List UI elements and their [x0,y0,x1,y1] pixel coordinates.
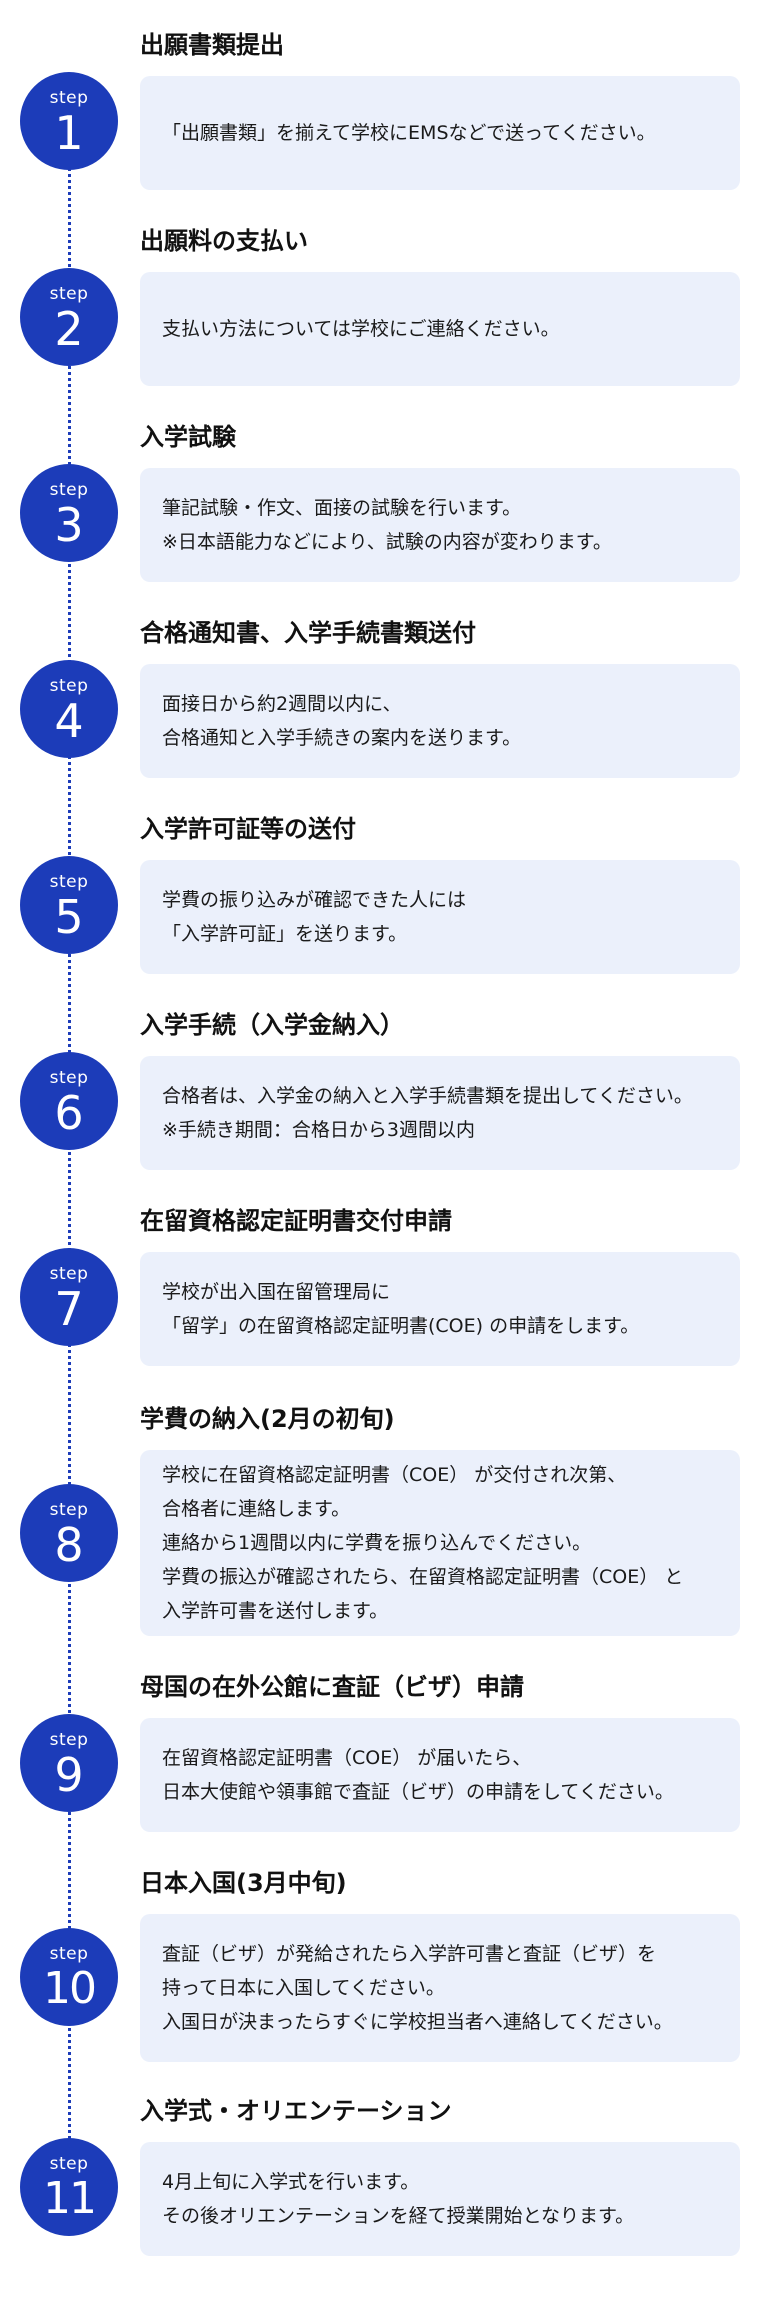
step-description-line: ※手続き期間：合格日から3週間以内 [162,1119,476,1141]
step-description-line: 入国日が決まったらすぐに学校担当者へ連絡してください。 [162,2011,673,2033]
step-description-line: 筆記試験・作文、面接の試験を行います。 [162,497,522,519]
step-description-line: 学校に在留資格認定証明書（COE） が交付され次第、 [162,1464,627,1486]
step-badge-label: step [49,88,89,108]
step-description-line: 持って日本に入国してください。 [162,1977,445,1999]
step-description-line: 学校が出入国在留管理局に [162,1281,391,1303]
step-description-box: 4月上旬に入学式を行います。その後オリエンテーションを経て授業開始となります。 [140,2142,740,2256]
step-description-line: 査証（ビザ）が発給されたら入学許可書と査証（ビザ）を [162,1943,657,1965]
step-badge-label: step [49,1264,89,1284]
step-badge-label: step [49,1944,89,1964]
step-badge-label: step [49,1068,89,1088]
step-badge-number: 11 [43,2173,97,2224]
step-title: 出願書類提出 [140,31,284,59]
step-description-line: 「入学許可証」を送ります。 [162,923,408,945]
step-description-line: その後オリエンテーションを経て授業開始となります。 [162,2205,635,2227]
step-description-line: 合格通知と入学手続きの案内を送ります。 [162,727,522,749]
step-badge-label: step [49,1500,89,1520]
step-badge-number: 8 [54,1518,84,1572]
step-title: 在留資格認定証明書交付申請 [140,1207,452,1235]
step-description-box: 学費の振り込みが確認できた人には「入学許可証」を送ります。 [140,860,740,974]
step-badge-number: 6 [54,1086,84,1140]
step-title: 入学許可証等の送付 [140,815,356,843]
step-description-box: 査証（ビザ）が発給されたら入学許可書と査証（ビザ）を持って日本に入国してください… [140,1914,740,2062]
step-title: 出願料の支払い [140,227,308,255]
step-description-line: 日本大使館や領事館で査証（ビザ）の申請をしてください。 [162,1781,674,1803]
step-badge-label: step [49,1730,89,1750]
step-badge-label: step [49,2154,89,2174]
step-title: 入学式・オリエンテーション [140,2097,452,2125]
step-badge-number: 9 [54,1748,84,1802]
step-badge-label: step [49,872,89,892]
step-badge-number: 5 [54,890,84,944]
timeline-dotted-line [68,121,71,2187]
step-title: 入学手続（入学金納入） [140,1011,404,1039]
step-description-line: 学費の振込が確認されたら、在留資格認定証明書（COE） と [162,1566,684,1588]
step-description-box: 合格者は、入学金の納入と入学手続書類を提出してください。 ※手続き期間：合格日から… [140,1056,740,1170]
step-description-line: 合格者は、入学金の納入と入学手続書類を提出してください。 [162,1085,693,1107]
step-badge-number: 2 [54,302,84,356]
step-description-box: 筆記試験・作文、面接の試験を行います。 ※日本語能力などにより、試験の内容が変わり… [140,468,740,582]
step-badge-number: 4 [54,694,84,748]
step-description-line: 合格者に連絡します。 [162,1498,351,1520]
step-description-line: 「留学」の在留資格認定証明書(COE) の申請をします。 [162,1315,640,1337]
step-badge-label: step [49,480,89,500]
step-description-line: ※日本語能力などにより、試験の内容が変わります。 [162,531,612,553]
step-title: 母国の在外公館に査証（ビザ）申請 [140,1673,524,1701]
step-badge-number: 10 [43,1963,97,2014]
step-description-line: 在留資格認定証明書（COE） が届いたら、 [162,1747,532,1769]
step-badge-number: 3 [54,498,84,552]
step-description-line: 「出願書類」を揃えて学校にEMSなどで送ってください。 [162,122,656,144]
step-description-line: 連絡から1週間以内に学費を振り込んでください。 [162,1532,592,1554]
step-badge-label: step [49,676,89,696]
step-title: 学費の納入(2月の初旬) [140,1405,395,1433]
step-description-line: 面接日から約2週間以内に、 [162,693,402,715]
step-badge-label: step [49,284,89,304]
step-description-line: 4月上旬に入学式を行います。 [162,2171,420,2193]
step-description-box: 支払い方法については学校にご連絡ください。 [140,272,740,386]
step-description-box: 「出願書類」を揃えて学校にEMSなどで送ってください。 [140,76,740,190]
step-description-line: 入学許可書を送付します。 [162,1600,389,1622]
step-description-box: 在留資格認定証明書（COE） が届いたら、日本大使館や領事館で査証（ビザ）の申請… [140,1718,740,1832]
step-title: 合格通知書、入学手続書類送付 [140,619,476,647]
step-description-box: 学校が出入国在留管理局に「留学」の在留資格認定証明書(COE) の申請をします。 [140,1252,740,1366]
step-badge-number: 1 [54,106,84,160]
step-description-line: 学費の振り込みが確認できた人には [162,889,467,911]
step-description-line: 支払い方法については学校にご連絡ください。 [162,318,560,340]
step-title: 入学試験 [140,423,236,451]
step-description-box: 面接日から約2週間以内に、合格通知と入学手続きの案内を送ります。 [140,664,740,778]
step-description-box: 学校に在留資格認定証明書（COE） が交付され次第、合格者に連絡します。連絡から… [140,1450,740,1636]
step-badge-number: 7 [54,1282,84,1336]
step-title: 日本入国(3月中旬) [140,1869,347,1897]
